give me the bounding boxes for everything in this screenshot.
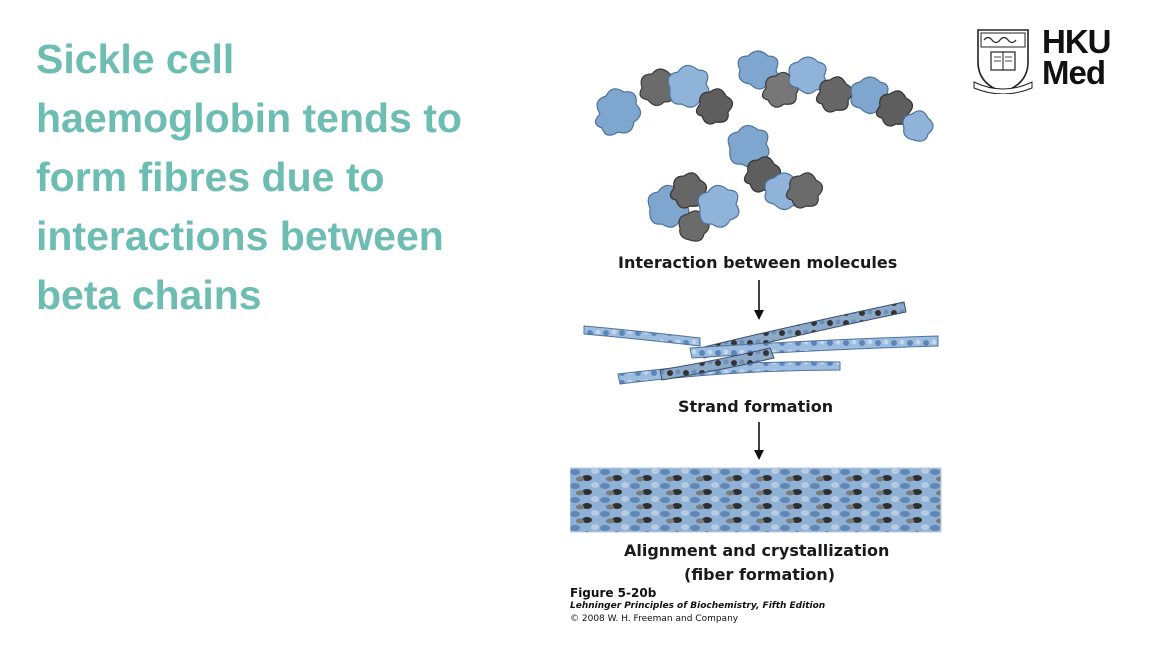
hemoglobin-molecules [594, 50, 934, 242]
title-line-3: form fibres due to [36, 154, 385, 200]
logo-line-1: HKU [1042, 23, 1111, 60]
step3-label-line1: Alignment and crystallization [624, 541, 890, 560]
step1-label: Interaction between molecules [618, 253, 898, 272]
title-line-2: haemoglobin tends to [36, 95, 462, 141]
logo-line-2: Med [1042, 54, 1106, 91]
step2-label: Strand formation [678, 397, 834, 416]
strands [583, 301, 939, 385]
step3-label-line2: (fiber formation) [684, 565, 836, 584]
hku-med-logo: HKU Med [972, 23, 1122, 96]
figure-source-book: Lehninger Principles of Biochemistry, Fi… [570, 601, 826, 611]
title-line-4: interactions between [36, 213, 444, 259]
figure-number: Figure 5-20b [570, 586, 657, 600]
title-line-5: beta chains [36, 272, 262, 318]
figure-copyright: © 2008 W. H. Freeman and Company [570, 614, 739, 624]
logo-wordmark: HKU Med [1042, 23, 1111, 91]
university-crest-icon [973, 29, 1033, 94]
fiber-bundle [570, 468, 941, 532]
title-line-1: Sickle cell [36, 36, 235, 82]
fiber-formation-figure: Interaction between molecules Strand for… [570, 48, 950, 638]
figure-illustration [570, 50, 942, 533]
slide-title: Sickle cell haemoglobin tends to form fi… [36, 30, 556, 325]
